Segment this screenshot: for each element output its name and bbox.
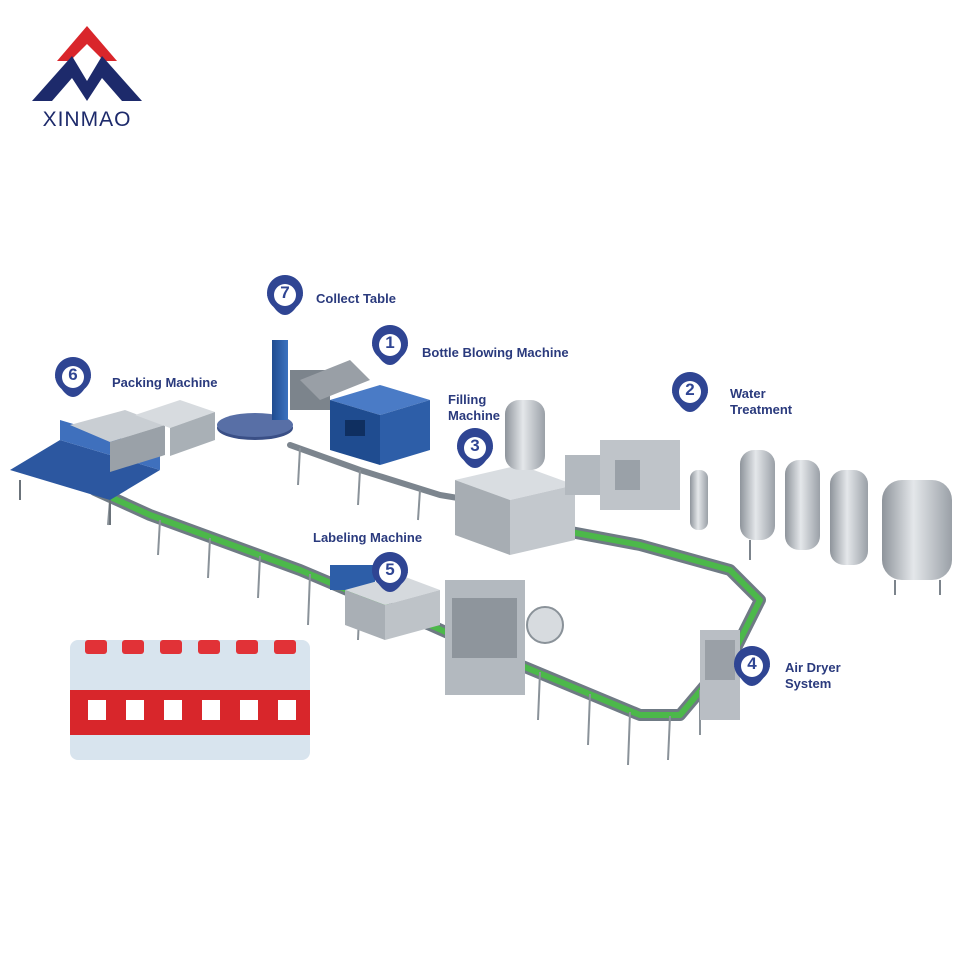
label-air-dryer-system: Air Dryer System [785,660,841,691]
pin-markers [54,275,770,686]
station-number-2: 2 [685,380,695,399]
station-number-3: 3 [470,436,480,455]
brand-logo: XINMAO [22,26,152,138]
station-pin-7 [266,275,303,315]
station-pin-4 [733,646,770,686]
station-number-4: 4 [747,654,757,673]
label-water-treatment: Water Treatment [730,386,793,417]
air-dryer-system [700,630,740,720]
station-number-5: 5 [385,560,395,579]
station-pin-3 [456,428,493,468]
station-number-6: 6 [68,365,78,384]
collect-table [217,340,370,440]
filling-machine [455,400,605,555]
station-pin-2 [671,372,708,412]
water-treatment [600,440,952,595]
brand-name: XINMAO [42,108,132,131]
label-bottle-blowing-machine: Bottle Blowing Machine [422,345,569,360]
bottle-pack-illustration [70,640,310,760]
station-pin-6 [54,357,91,397]
station-pin-1 [371,325,408,365]
label-labeling-machine: Labeling Machine [313,530,423,545]
labeling-machine [330,565,564,695]
packing-machine [10,400,215,525]
label-filling-machine: Filling Machine [448,392,501,423]
label-packing-machine: Packing Machine [112,375,218,390]
label-collect-table: Collect Table [316,291,396,306]
station-pin-5 [371,552,408,592]
bottle-blowing-machine [330,385,430,465]
station-number-1: 1 [385,333,395,352]
station-number-7: 7 [280,283,290,302]
xinmao-logo-mark [32,26,142,101]
